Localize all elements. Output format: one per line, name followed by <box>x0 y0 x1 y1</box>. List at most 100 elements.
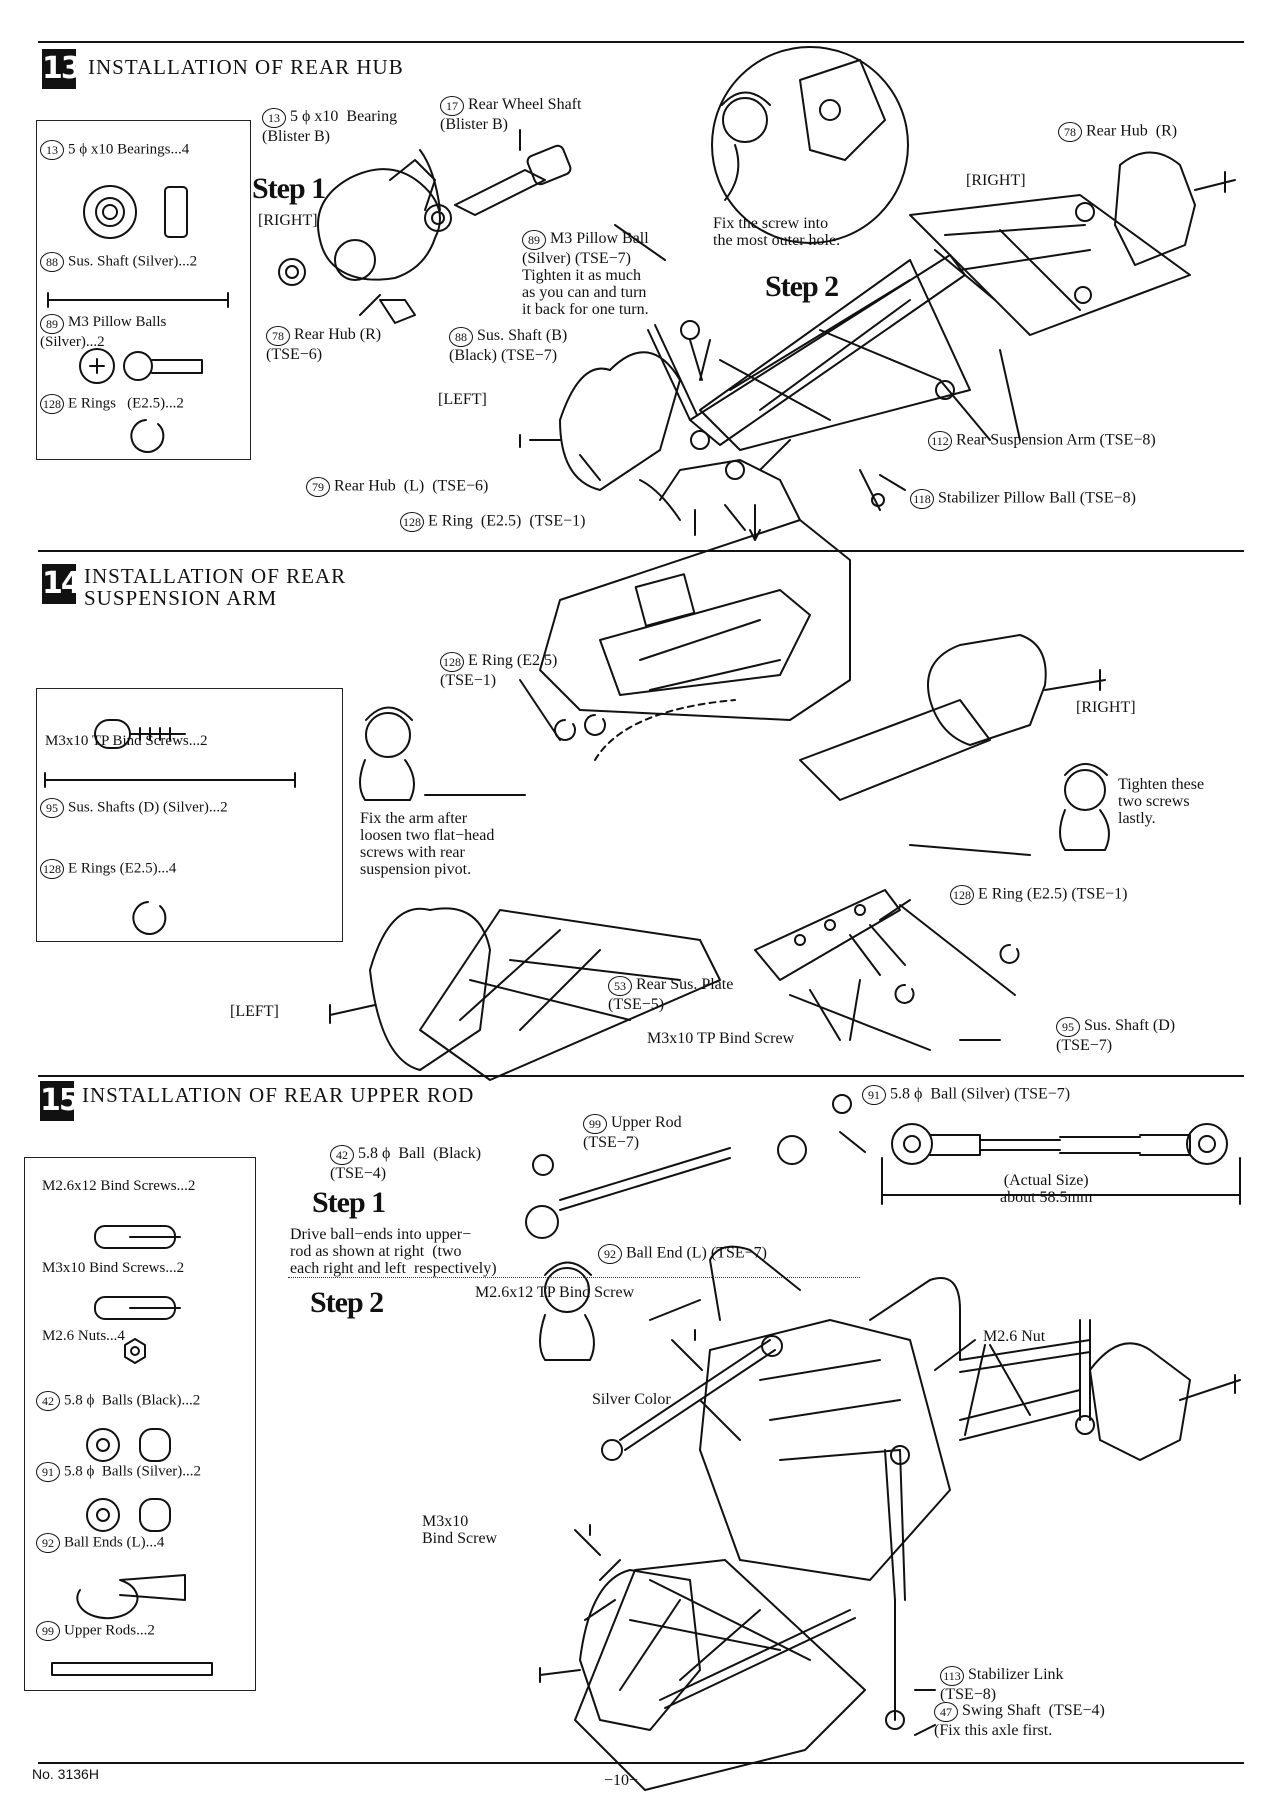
part-number-icon: 88 <box>449 327 473 347</box>
label-text: Rear Hub (R) (TSE−6) <box>266 326 382 363</box>
section-13-title: INSTALLATION OF REAR HUB <box>88 55 404 79</box>
label-m26-screw: M2.6x12 TP Bind Screw <box>475 1284 635 1301</box>
label-tighten: Tighten these two screws lastly. <box>1118 776 1205 827</box>
part-number-icon: 79 <box>306 477 330 497</box>
part-number-icon: 92 <box>598 1244 622 1264</box>
label-m3-screw: M3x10 Bind Screw <box>422 1513 498 1547</box>
part-number-icon: 89 <box>522 230 546 250</box>
section-13-parts-box <box>36 120 251 460</box>
part-number-icon: 17 <box>440 96 464 116</box>
part-number-icon: 112 <box>928 431 952 451</box>
part-number-icon: 128 <box>440 652 464 672</box>
part-label: Sus. Shafts (D) (Silver)...2 <box>68 799 228 816</box>
part-number-icon: 13 <box>40 140 64 160</box>
part-label: 5 ϕ x10 Bearings...4 <box>68 141 190 158</box>
part-number-icon: 128 <box>40 859 64 879</box>
label-text: 5.8 ϕ Ball (Silver) (TSE−7) <box>890 1085 1071 1103</box>
label-text: E Ring (E2.5) (TSE−1) <box>428 512 586 530</box>
step-divider <box>288 1277 860 1278</box>
model-number: No. 3136H <box>32 1766 99 1782</box>
part-number-icon: 88 <box>40 252 64 272</box>
section-15-number: 15 <box>40 1081 80 1121</box>
part-label: E Rings (E2.5)...2 <box>68 395 184 412</box>
part-number-icon: 118 <box>910 489 934 509</box>
label-text: E Ring (E2.5) (TSE−1) <box>440 652 558 689</box>
part-number-icon: 42 <box>330 1145 354 1165</box>
sec15-step1: Step 1 <box>312 1186 386 1219</box>
part-number-icon: 128 <box>400 512 424 532</box>
label-tp-screw: M3x10 TP Bind Screw <box>647 1030 795 1047</box>
part-number-icon: 78 <box>1058 122 1082 142</box>
part-number-icon: 99 <box>583 1114 607 1134</box>
part-number-icon: 128 <box>950 885 974 905</box>
part-label: E Rings (E2.5)...4 <box>68 860 177 877</box>
part-number-icon: 13 <box>262 108 286 128</box>
label-text: M3 Pillow Ball (Silver) (TSE−7) Tighten … <box>522 230 649 318</box>
part-number-icon: 95 <box>1056 1017 1080 1037</box>
part-number-icon: 42 <box>36 1391 60 1411</box>
section-15-parts-box <box>24 1157 256 1691</box>
part-label: 5.8 ϕ Balls (Black)...2 <box>64 1392 201 1409</box>
label-text: Rear Hub (R) <box>1086 122 1178 140</box>
part-number-icon: 53 <box>608 976 632 996</box>
sec13-step2: Step 2 <box>765 270 839 303</box>
bottom-rule <box>38 1762 1244 1764</box>
label-left-14: [LEFT] <box>230 1003 279 1020</box>
label-right-14: [RIGHT] <box>1076 699 1136 716</box>
label-text: 5 ϕ x10 Bearing (Blister B) <box>262 108 398 145</box>
part-number-icon: 128 <box>40 394 64 414</box>
part-number-icon: 89 <box>40 314 64 334</box>
part-label: Upper Rods...2 <box>64 1622 155 1639</box>
part-number-icon: 91 <box>36 1462 60 1482</box>
label-text: Ball End (L) (TSE−7) <box>626 1244 767 1262</box>
part-label: 5.8 ϕ Balls (Silver)...2 <box>64 1463 202 1480</box>
label-text: Rear Suspension Arm (TSE−8) <box>956 431 1156 449</box>
parts-14-item-1: M3x10 TP Bind Screws...2 <box>45 733 208 749</box>
label-actual-size: (Actual Size) about 58.5mm <box>1000 1172 1093 1206</box>
parts-15-item-3: M2.6 Nuts...4 <box>42 1328 125 1344</box>
label-text: Stabilizer Pillow Ball (TSE−8) <box>938 489 1136 507</box>
label-left-13: [LEFT] <box>438 391 487 408</box>
section-14-rule <box>38 550 1244 552</box>
page-number: −10− <box>604 1772 639 1789</box>
section-14-parts-box <box>36 688 343 942</box>
label-silver-color: Silver Color <box>592 1391 671 1408</box>
section-14-title: INSTALLATION OF REAR SUSPENSION ARM <box>84 564 347 610</box>
part-label: Sus. Shaft (Silver)...2 <box>68 253 198 270</box>
label-fix-arm: Fix the arm after loosen two flat−head s… <box>360 810 495 878</box>
sec13-step1: Step 1 <box>252 172 326 205</box>
label-right-13b: [RIGHT] <box>966 172 1026 189</box>
sec15-step2: Step 2 <box>310 1286 384 1319</box>
label-text: Sus. Shaft (B) (Black) (TSE−7) <box>449 327 568 364</box>
label-m26-nut: M2.6 Nut <box>983 1328 1046 1345</box>
top-rule <box>38 41 1244 43</box>
part-number-icon: 47 <box>934 1702 958 1722</box>
section-13-number: 13 <box>42 49 82 89</box>
part-number-icon: 95 <box>40 798 64 818</box>
section-15-rule <box>38 1075 1244 1077</box>
